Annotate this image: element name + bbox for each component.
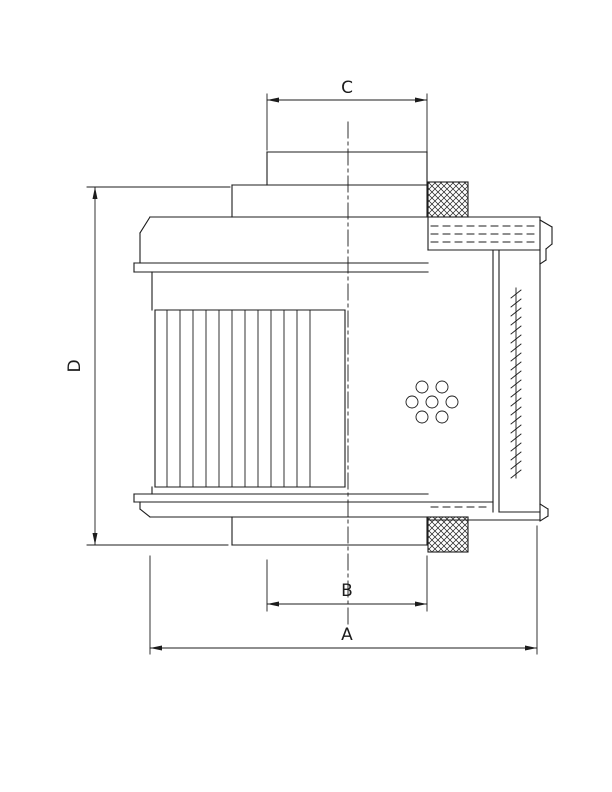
spring — [510, 287, 522, 479]
dim-label-d: D — [65, 359, 85, 372]
outer-shell — [427, 216, 553, 522]
dimension-d: D — [65, 186, 231, 546]
dimension-c: C — [266, 78, 428, 181]
perforation-holes — [405, 380, 459, 424]
dim-label-a: A — [341, 625, 353, 645]
top-port — [231, 151, 428, 218]
top-end-cap — [133, 216, 541, 311]
seal-bottom — [427, 516, 469, 553]
bottom-end-cap — [133, 486, 494, 546]
dimension-b: B — [266, 555, 428, 612]
thread-dashes — [430, 225, 537, 508]
spring-ticks — [510, 289, 522, 479]
dim-label-b: B — [341, 581, 353, 601]
pleat-lines — [166, 310, 311, 487]
filter-pleats — [154, 309, 346, 488]
dim-label-c: C — [341, 78, 353, 98]
dimension-a: A — [149, 525, 538, 655]
seal-top — [427, 181, 469, 218]
